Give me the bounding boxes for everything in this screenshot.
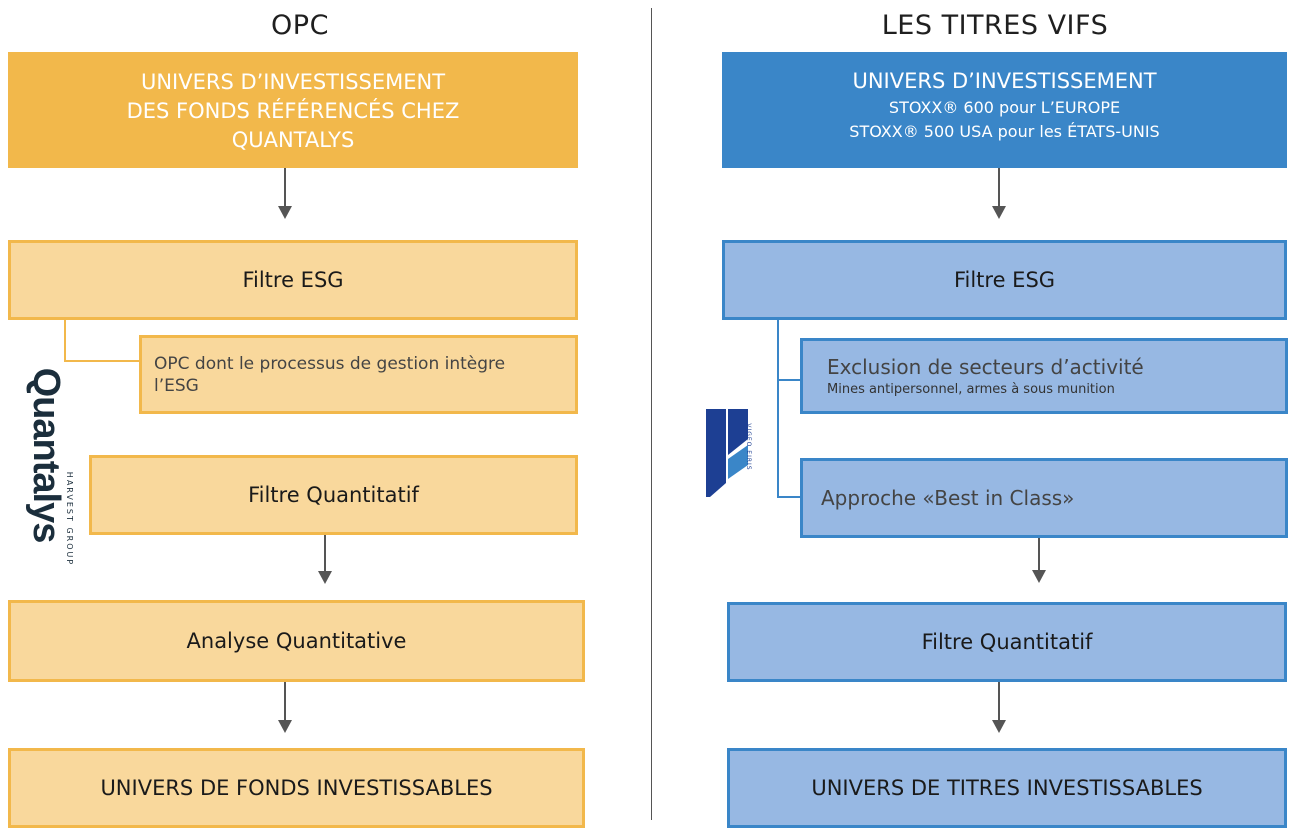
arrow-head bbox=[278, 720, 292, 733]
arrow-shaft bbox=[284, 168, 286, 208]
opc-final-box: UNIVERS DE FONDS INVESTISSABLES bbox=[8, 748, 585, 828]
opc-universe-box: UNIVERS D’INVESTISSEMENT DES FONDS RÉFÉR… bbox=[8, 52, 578, 168]
connector-vertical bbox=[777, 320, 779, 498]
titres-universe-box: UNIVERS D’INVESTISSEMENT STOXX® 600 pour… bbox=[722, 52, 1287, 168]
quantalys-logo: Quantalys HARVEST GROUP bbox=[8, 345, 74, 575]
titres-filtre-esg-box: Filtre ESG bbox=[722, 240, 1287, 320]
arrow-shaft bbox=[998, 682, 1000, 722]
opc-filtre-esg-box: Filtre ESG bbox=[8, 240, 578, 320]
titres-vifs-title: LES TITRES VIFS bbox=[881, 10, 1109, 41]
arrow-head bbox=[992, 206, 1006, 219]
best-in-class-box: Approche «Best in Class» bbox=[800, 458, 1288, 538]
opc-universe-line-3: QUANTALYS bbox=[231, 128, 355, 152]
quantalys-logo-sub: HARVEST GROUP bbox=[65, 471, 74, 567]
opc-filtre-quantitatif-label: Filtre Quantitatif bbox=[248, 483, 419, 507]
opc-title: OPC bbox=[271, 10, 329, 41]
connector-horizontal bbox=[777, 496, 801, 498]
titres-filtre-esg-label: Filtre ESG bbox=[953, 268, 1056, 292]
titres-universe-line-2: STOXX® 500 USA pour les ÉTATS-UNIS bbox=[849, 122, 1160, 141]
arrow-head bbox=[318, 571, 332, 584]
arrow-shaft bbox=[324, 535, 326, 573]
vigeo-eiris-logo: VIGEO EIRIS bbox=[700, 403, 760, 499]
exclusion-title: Exclusion de secteurs d’activité bbox=[827, 355, 1144, 379]
opc-final-label: UNIVERS DE FONDS INVESTISSABLES bbox=[100, 776, 493, 800]
arrow-head bbox=[1032, 570, 1046, 583]
arrow-head bbox=[992, 720, 1006, 733]
connector-horizontal bbox=[777, 379, 801, 381]
titres-filtre-quantitatif-label: Filtre Quantitatif bbox=[921, 630, 1093, 654]
quantalys-logo-name: Quantalys bbox=[25, 367, 67, 543]
connector-horizontal bbox=[64, 360, 140, 362]
connector-vertical bbox=[64, 320, 66, 362]
exclusion-box: Exclusion de secteurs d’activité Mines a… bbox=[800, 338, 1288, 414]
best-in-class-label: Approche «Best in Class» bbox=[821, 486, 1075, 510]
titres-universe-heading: UNIVERS D’INVESTISSEMENT bbox=[852, 69, 1157, 93]
vigeo-eiris-logo-mark bbox=[706, 409, 748, 497]
opc-analyse-quantitative-label: Analyse Quantitative bbox=[186, 629, 407, 653]
opc-analyse-quantitative-box: Analyse Quantitative bbox=[8, 600, 585, 682]
opc-filtre-quantitatif-box: Filtre Quantitatif bbox=[89, 455, 578, 535]
opc-esg-detail-box: OPC dont le processus de gestion intègre… bbox=[139, 335, 578, 414]
arrow-head bbox=[278, 206, 292, 219]
vigeo-eiris-logo-name: VIGEO EIRIS bbox=[745, 423, 752, 471]
opc-universe-line-1: UNIVERS D’INVESTISSEMENT bbox=[140, 70, 446, 94]
column-divider bbox=[651, 8, 652, 820]
opc-esg-detail-text: OPC dont le processus de gestion intègre… bbox=[154, 353, 506, 396]
titres-final-box: UNIVERS DE TITRES INVESTISSABLES bbox=[727, 748, 1287, 828]
titres-filtre-quantitatif-box: Filtre Quantitatif bbox=[727, 602, 1287, 682]
exclusion-detail: Mines antipersonnel, armes à sous muniti… bbox=[827, 382, 1115, 397]
arrow-shaft bbox=[1038, 538, 1040, 572]
titres-final-label: UNIVERS DE TITRES INVESTISSABLES bbox=[811, 776, 1203, 800]
titres-universe-line-1: STOXX® 600 pour L’EUROPE bbox=[888, 98, 1121, 117]
opc-universe-line-2: DES FONDS RÉFÉRENCÉS CHEZ bbox=[126, 99, 460, 123]
arrow-shaft bbox=[284, 682, 286, 722]
arrow-shaft bbox=[998, 168, 1000, 208]
opc-filtre-esg-label: Filtre ESG bbox=[242, 268, 344, 292]
